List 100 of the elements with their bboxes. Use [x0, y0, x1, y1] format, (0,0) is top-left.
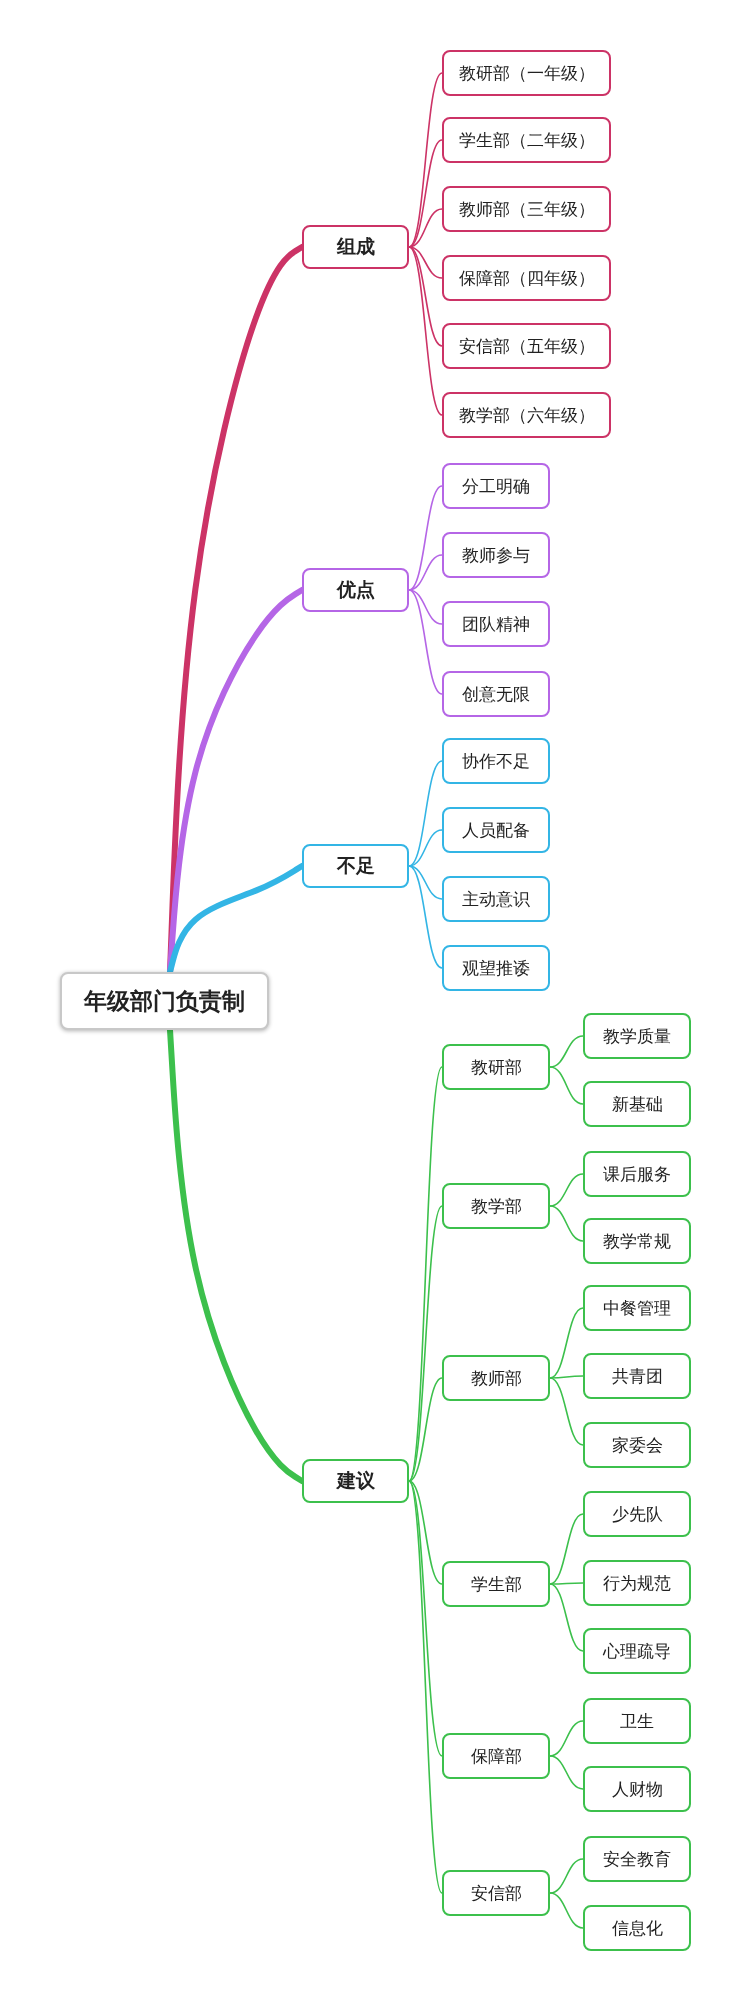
topic-label: 教研部: [470, 1055, 522, 1079]
topic-label: 建议: [336, 1468, 375, 1493]
branch-topic-box: [302, 1459, 409, 1503]
topic-label: 团队精神: [462, 612, 530, 636]
topic-label: 教师部（三年级）: [458, 197, 595, 221]
connector-line: [549, 1205, 584, 1242]
subtopic-box: [442, 738, 550, 784]
subtopic-box: [442, 1183, 550, 1229]
subtopic-box: [442, 807, 550, 853]
root-topic-box: [60, 972, 269, 1030]
topic-label: 保障部（四年级）: [458, 266, 595, 290]
subtopic-box: [583, 1218, 691, 1264]
topic-label: 观望推诿: [462, 956, 530, 980]
topic-label: 保障部: [470, 1744, 522, 1768]
topic-label: 少先队: [611, 1502, 663, 1526]
topic-label: 共青团: [611, 1364, 663, 1388]
connector-line: [408, 1480, 443, 1757]
connector-line: [408, 760, 443, 867]
subtopic-box: [442, 255, 611, 301]
connector-line: [408, 246, 443, 416]
topic-label: 课后服务: [603, 1162, 671, 1186]
subtopic-box: [583, 1766, 691, 1812]
subtopic-box: [583, 1013, 691, 1059]
subtopic-box: [442, 945, 550, 991]
topic-label: 新基础: [611, 1092, 663, 1116]
topic-label: 安信部: [470, 1881, 522, 1905]
connector-line: [549, 1583, 584, 1652]
branch-topic-box: [302, 844, 409, 888]
topic-label: 卫生: [620, 1709, 654, 1733]
subtopic-box: [442, 876, 550, 922]
subtopic-box: [583, 1353, 691, 1399]
topic-label: 中餐管理: [603, 1296, 671, 1320]
connector-line: [408, 485, 443, 591]
topic-label: 主动意识: [462, 887, 530, 911]
connector-line: [549, 1066, 584, 1105]
subtopic-box: [442, 1561, 550, 1607]
topic-label: 教学部: [470, 1194, 522, 1218]
subtopic-box: [583, 1905, 691, 1951]
connector-line: [408, 1480, 443, 1894]
topic-label: 教学常规: [603, 1229, 671, 1253]
subtopic-box: [442, 117, 611, 163]
connector-line: [549, 1755, 584, 1790]
topic-label: 行为规范: [603, 1571, 671, 1595]
topic-label: 安全教育: [603, 1847, 671, 1871]
topic-label: 家委会: [611, 1433, 663, 1457]
topic-label: 教学部（六年级）: [458, 403, 595, 427]
branch-topic-box: [302, 568, 409, 612]
subtopic-box: [583, 1151, 691, 1197]
subtopic-box: [583, 1285, 691, 1331]
topic-label: 分工明确: [462, 474, 530, 498]
subtopic-box: [583, 1698, 691, 1744]
topic-label: 人员配备: [462, 818, 530, 842]
subtopic-box: [442, 50, 611, 96]
subtopic-box: [442, 392, 611, 438]
connector-line: [408, 865, 443, 969]
subtopic-box: [583, 1560, 691, 1606]
connector-line: [549, 1892, 584, 1929]
subtopic-box: [442, 186, 611, 232]
connector-line: [408, 246, 443, 347]
topic-label: 安信部（五年级）: [458, 334, 595, 358]
topic-label: 创意无限: [462, 682, 530, 706]
connector-line: [549, 1377, 584, 1446]
connector-line: [408, 865, 443, 900]
subtopic-box: [583, 1628, 691, 1674]
topic-label: 协作不足: [462, 749, 530, 773]
connector-line: [549, 1513, 584, 1585]
connector-line: [549, 1035, 584, 1068]
subtopic-box: [583, 1081, 691, 1127]
subtopic-box: [442, 1044, 550, 1090]
topic-label: 信息化: [611, 1916, 663, 1940]
topic-label: 年级部门负责制: [84, 986, 245, 1016]
topic-label: 人财物: [611, 1777, 663, 1801]
topic-label: 优点: [336, 577, 375, 602]
subtopic-box: [583, 1491, 691, 1537]
topic-label: 心理疏导: [603, 1639, 671, 1663]
topic-label: 学生部（二年级）: [458, 128, 595, 152]
topic-label: 不足: [336, 853, 375, 878]
subtopic-box: [442, 463, 550, 509]
connector-line: [408, 589, 443, 625]
subtopic-box: [442, 532, 550, 578]
subtopic-box: [442, 671, 550, 717]
topic-label: 组成: [336, 234, 375, 259]
connector-line: [408, 1480, 443, 1585]
topic-label: 教师部: [470, 1366, 522, 1390]
subtopic-box: [442, 1733, 550, 1779]
connector-line: [408, 139, 443, 248]
branch-topic-box: [302, 225, 409, 269]
subtopic-box: [442, 1355, 550, 1401]
topic-label: 教研部（一年级）: [458, 61, 595, 85]
connector-line: [549, 1173, 584, 1207]
connector-line: [408, 1377, 443, 1482]
connector-line: [408, 72, 443, 248]
subtopic-box: [583, 1422, 691, 1468]
subtopic-box: [442, 601, 550, 647]
connector-line: [408, 589, 443, 695]
subtopic-box: [583, 1836, 691, 1882]
connector-line: [408, 1066, 443, 1482]
topic-label: 学生部: [470, 1572, 522, 1596]
subtopic-box: [442, 323, 611, 369]
connector-line: [549, 1858, 584, 1894]
